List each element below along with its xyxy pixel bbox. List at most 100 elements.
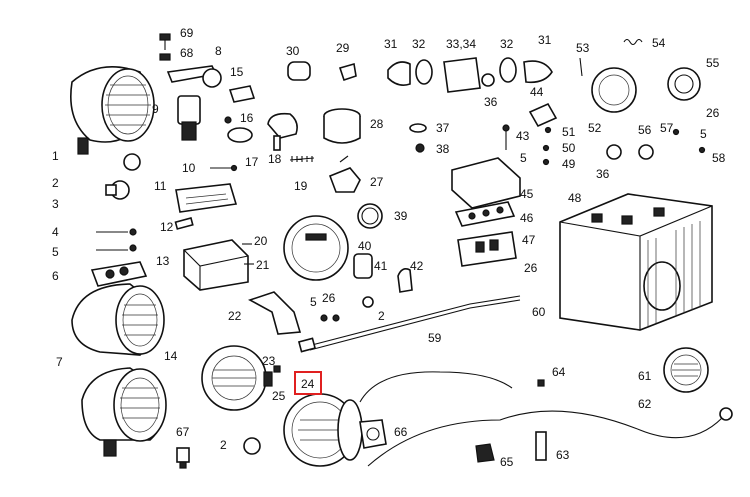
gasket-65 bbox=[359, 419, 387, 449]
label-42: 43 bbox=[516, 129, 530, 143]
label-65: 66 bbox=[394, 425, 408, 439]
connector-6 bbox=[90, 261, 148, 287]
label-22: 22 bbox=[228, 309, 242, 323]
plate-46 bbox=[457, 231, 517, 267]
label-5c: 5 bbox=[52, 245, 59, 259]
highlighted-callout: 24 bbox=[294, 371, 322, 395]
label-62: 63 bbox=[556, 448, 570, 462]
bulbs-2-3 bbox=[105, 153, 141, 200]
label-50: 51 bbox=[562, 125, 576, 139]
label-19: 19 bbox=[294, 179, 308, 193]
label-32b: 32 bbox=[500, 37, 514, 51]
label-20: 20 bbox=[254, 234, 268, 248]
label-31b: 31 bbox=[538, 33, 552, 47]
gauge-39 bbox=[283, 215, 349, 281]
parts-42-50 bbox=[502, 102, 558, 166]
label-5a: 5 bbox=[520, 151, 527, 165]
label-12: 12 bbox=[160, 220, 174, 234]
label-47: 48 bbox=[568, 191, 582, 205]
label-27: 27 bbox=[370, 175, 384, 189]
part-18 bbox=[267, 112, 298, 151]
lamp-69 bbox=[71, 283, 165, 356]
label-5b: 5 bbox=[700, 127, 707, 141]
parts-29-30 bbox=[287, 61, 357, 82]
label-26c: 26 bbox=[322, 291, 336, 305]
speedometer bbox=[283, 393, 363, 467]
bracket-22 bbox=[248, 291, 302, 335]
label-30: 30 bbox=[286, 44, 300, 58]
parts-31-34 bbox=[387, 57, 553, 93]
label-23: 23 bbox=[262, 354, 276, 368]
part-54 bbox=[667, 67, 701, 101]
label-29: 29 bbox=[336, 41, 350, 55]
label-41: 42 bbox=[410, 259, 424, 273]
screws-67-68 bbox=[159, 33, 171, 61]
label-6: 6 bbox=[52, 269, 59, 283]
label-24: 24 bbox=[301, 377, 315, 391]
parts-55-57 bbox=[606, 128, 706, 160]
part-15 bbox=[228, 85, 256, 103]
label-52: 53 bbox=[576, 41, 590, 55]
label-63: 64 bbox=[552, 365, 566, 379]
label-31: 31 bbox=[384, 37, 398, 51]
horn-14 bbox=[201, 345, 273, 411]
label-61: 62 bbox=[638, 397, 652, 411]
label-64: 65 bbox=[500, 455, 514, 469]
part-19 bbox=[289, 156, 315, 162]
label-21: 21 bbox=[256, 258, 270, 272]
label-54: 55 bbox=[706, 56, 720, 70]
parts-40-41 bbox=[353, 253, 413, 293]
label-53: 54 bbox=[652, 36, 666, 50]
label-14: 14 bbox=[164, 349, 178, 363]
label-46: 47 bbox=[522, 233, 536, 247]
label-48: 49 bbox=[562, 157, 576, 171]
parts-51-53 bbox=[579, 38, 643, 113]
part-35 bbox=[481, 73, 495, 87]
strip-45 bbox=[454, 201, 516, 227]
part-23 bbox=[273, 365, 281, 373]
part-16-17 bbox=[224, 116, 253, 143]
part-28 bbox=[323, 108, 361, 144]
part-27 bbox=[328, 155, 361, 193]
part-labels: 69 68 8 30 29 31 32 33,34 32 31 53 54 55… bbox=[52, 26, 726, 469]
label-40: 41 bbox=[374, 259, 388, 273]
label-68: 69 bbox=[180, 26, 194, 40]
label-45: 46 bbox=[520, 211, 534, 225]
bulb-2-bottom bbox=[243, 437, 261, 455]
small-parts-middle bbox=[320, 296, 374, 322]
label-49: 50 bbox=[562, 141, 576, 155]
label-17: 17 bbox=[245, 155, 259, 169]
part-66 bbox=[176, 447, 190, 469]
label-58: 59 bbox=[428, 331, 442, 345]
lamp-60 bbox=[663, 347, 709, 393]
label-4: 4 bbox=[52, 225, 59, 239]
label-1: 1 bbox=[52, 149, 59, 163]
label-26a: 26 bbox=[706, 106, 720, 120]
label-37: 38 bbox=[436, 142, 450, 156]
label-28: 28 bbox=[370, 117, 384, 131]
screws-20-21 bbox=[242, 243, 254, 265]
label-16: 16 bbox=[240, 111, 254, 125]
parts-36-37 bbox=[409, 123, 427, 153]
label-66: 67 bbox=[176, 425, 190, 439]
label-2a: 2 bbox=[52, 176, 59, 190]
cable-58 bbox=[297, 295, 521, 353]
label-18: 18 bbox=[268, 152, 282, 166]
label-67: 68 bbox=[180, 46, 194, 60]
label-15: 15 bbox=[230, 65, 244, 79]
label-9: 9 bbox=[152, 102, 159, 116]
headlamp-1 bbox=[70, 66, 155, 155]
label-57: 58 bbox=[712, 151, 726, 165]
switch-9 bbox=[177, 95, 201, 141]
label-26b: 26 bbox=[524, 261, 538, 275]
regulator-13 bbox=[183, 239, 249, 291]
label-25: 25 bbox=[272, 389, 286, 403]
highlight-box bbox=[294, 371, 322, 395]
label-59: 60 bbox=[532, 305, 546, 319]
label-33-34: 33,34 bbox=[446, 37, 476, 51]
label-8: 8 bbox=[215, 44, 222, 58]
label-2c: 2 bbox=[220, 438, 227, 452]
label-11: 11 bbox=[154, 179, 167, 193]
